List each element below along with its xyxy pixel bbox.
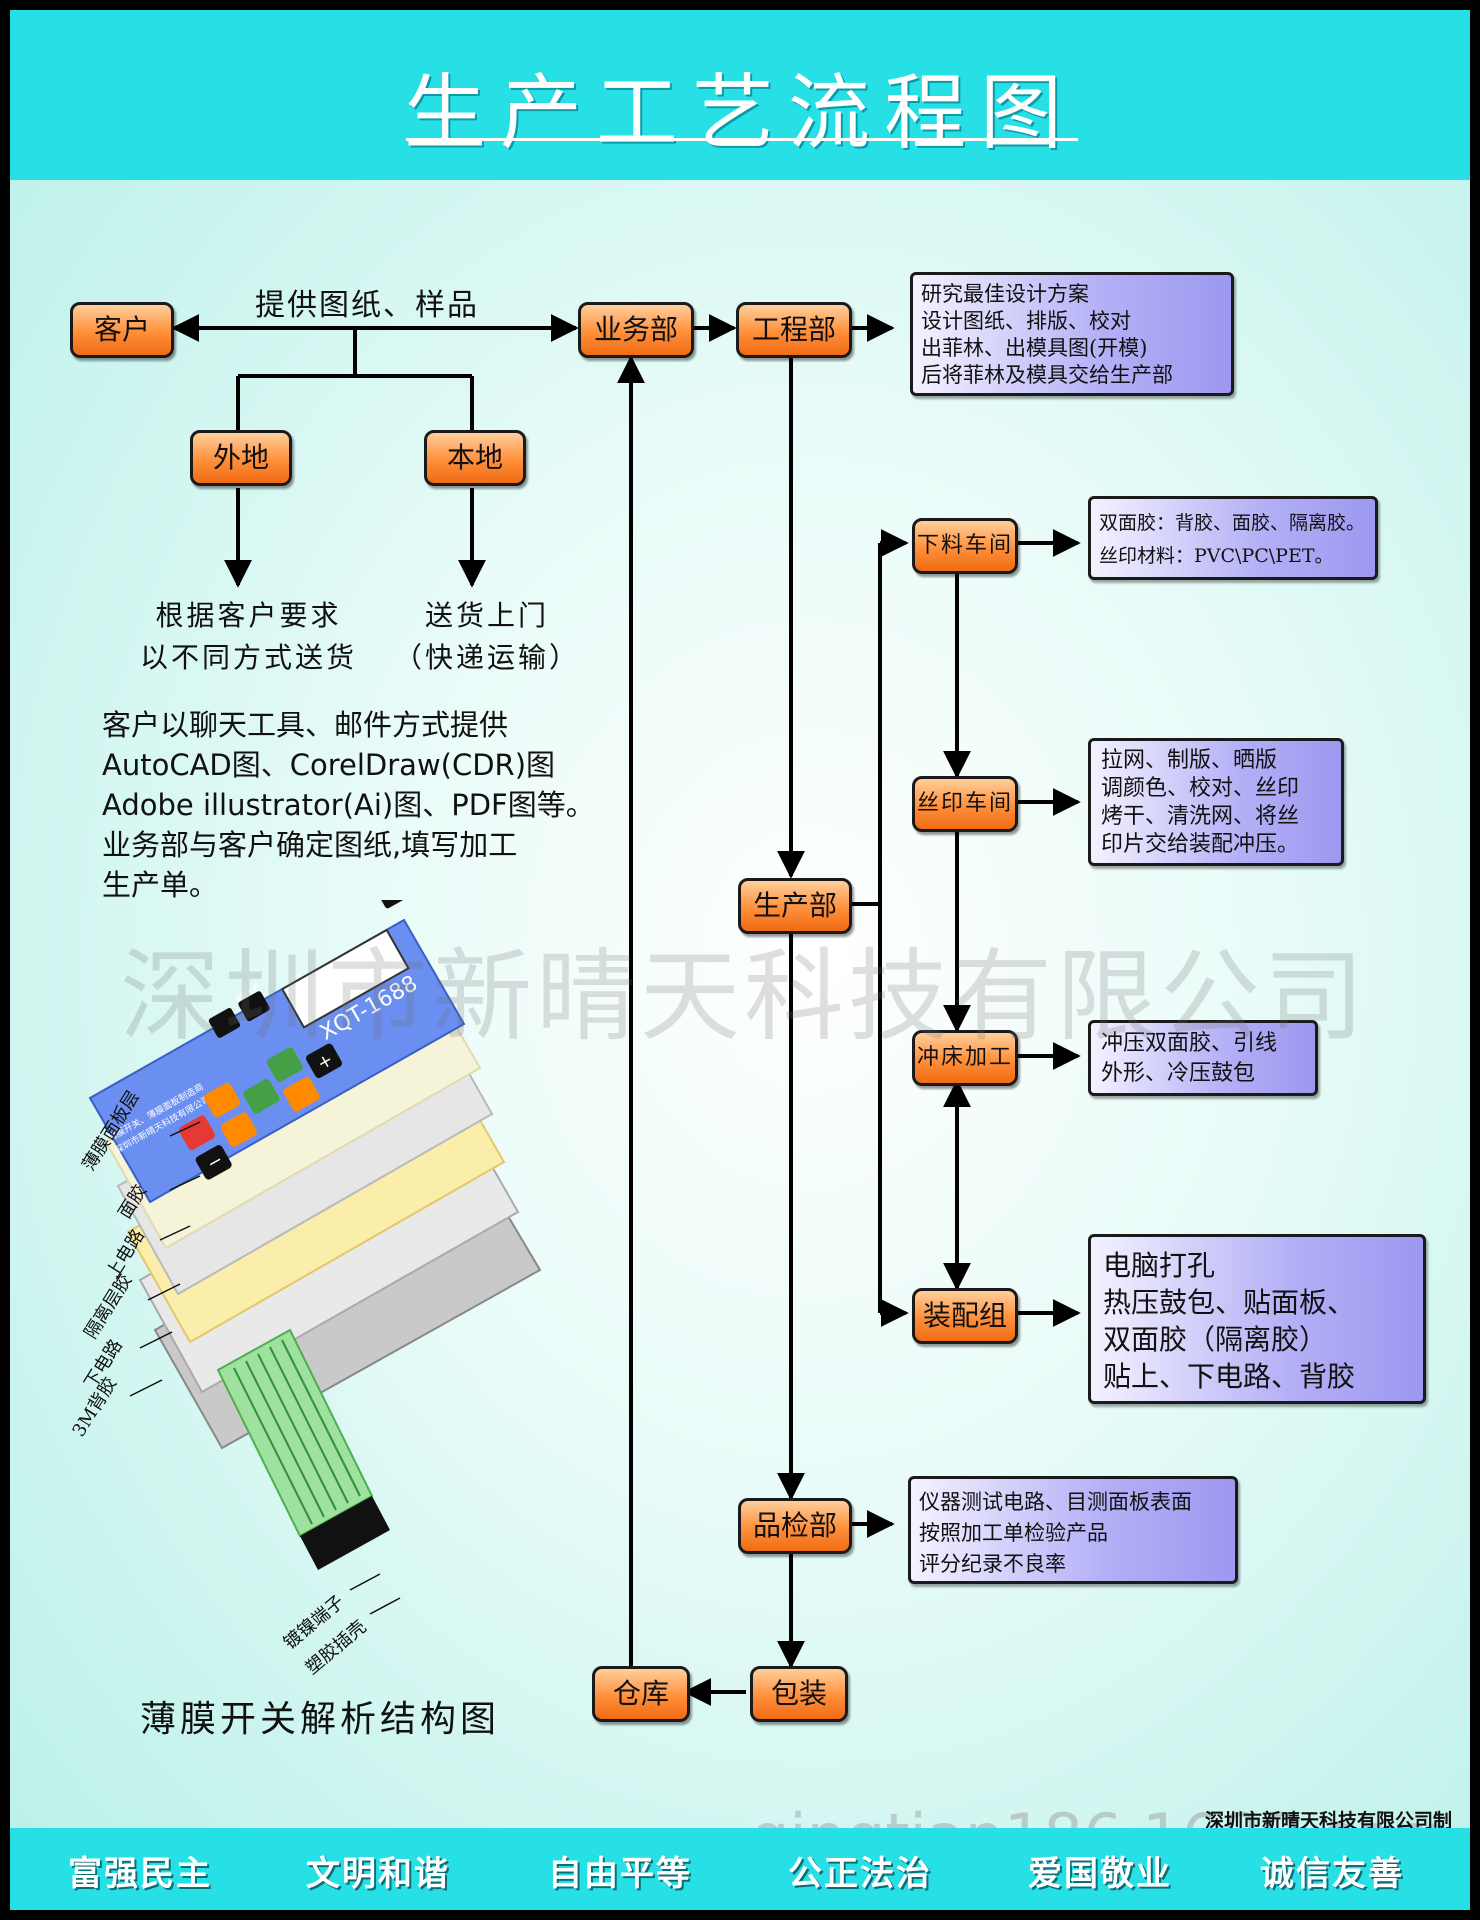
node-remote: 外地 <box>190 430 292 486</box>
circuit-traces <box>233 1339 361 1525</box>
lcd-display <box>280 928 410 1029</box>
stop-key <box>178 1115 215 1150</box>
remote-desc-line: 以不同方式送货 <box>140 641 358 674</box>
note-line: 外形、冷压鼓包 <box>1101 1061 1256 1086</box>
note-line: 仪器测试电路、目测面板表面 <box>919 1490 1192 1514</box>
up-key <box>204 1082 241 1118</box>
note-line: 双面胶：背胶、面胶、隔离胶。 <box>1099 512 1366 534</box>
note-cutting: 双面胶：背胶、面胶、隔离胶。 丝印材料：PVC\PC\PET。 <box>1088 496 1378 580</box>
note-punching: 冲压双面胶、引线 外形、冷压鼓包 <box>1088 1020 1318 1096</box>
slogan: 爱国敬业 <box>1028 1854 1172 1894</box>
membrane-switch-illustration: 3M 3M XQT-1688 模式 薄膜开关、薄膜面板制造商 深圳市新晴天科技有… <box>68 900 542 1679</box>
node-printing: 丝印车间 <box>912 776 1018 832</box>
note-line: 丝印材料：PVC\PC\PET。 <box>1099 545 1334 567</box>
note-printing: 拉网、制版、晒版 调颜色、校对、丝印 烤干、清洗网、将丝 印片交给装配冲压。 <box>1088 738 1344 866</box>
save-key <box>243 1079 280 1114</box>
note-line: 评分纪录不良率 <box>919 1552 1066 1576</box>
note-line: 出菲林、出模具图(开模) <box>921 336 1148 360</box>
node-packing: 包装 <box>750 1666 848 1722</box>
note-line: 拉网、制版、晒版 <box>1101 748 1278 773</box>
intro-line: Adobe illustrator(Ai)图、PDF图等。 <box>102 788 595 822</box>
node-cutting: 下料车间 <box>912 518 1018 574</box>
note-qc: 仪器测试电路、目测面板表面 按照加工单检验产品 评分纪录不良率 <box>908 1476 1238 1584</box>
slogan: 公正法治 <box>788 1854 932 1894</box>
page-title: 生产工艺流程图 <box>403 66 1076 161</box>
node-production: 生产部 <box>738 878 852 934</box>
poster: 生产工艺流程图 <box>10 10 1470 1910</box>
down-key <box>220 1112 257 1147</box>
note-line: 后将菲林及模具交给生产部 <box>921 363 1173 387</box>
node-punching: 冲床加工 <box>912 1030 1018 1086</box>
note-line: 按照加工单检验产品 <box>919 1521 1108 1545</box>
note-line: 贴上、下电路、背胶 <box>1103 1360 1356 1393</box>
note-line: 电脑打孔 <box>1103 1249 1216 1282</box>
node-warehouse: 仓库 <box>592 1666 690 1722</box>
remote-desc-line: 根据客户要求 <box>155 599 342 632</box>
run-key <box>266 1047 303 1082</box>
title-underline <box>406 138 1078 141</box>
node-sales: 业务部 <box>578 302 694 358</box>
plus-key <box>306 1043 343 1079</box>
note-line: 冲压双面胶、引线 <box>1101 1031 1278 1056</box>
note-line: 印片交给装配冲压。 <box>1101 832 1300 857</box>
slogan: 文明和谐 <box>306 1854 450 1894</box>
connector-housing <box>300 1496 390 1570</box>
note-engineering: 研究最佳设计方案 设计图纸、排版、校对 出菲林、出模具图(开模) 后将菲林及模具… <box>910 272 1234 396</box>
watermark-company: 深圳市新晴天科技有限公司 <box>120 938 1368 1055</box>
intro-text: 客户以聊天工具、邮件方式提供 AutoCAD图、CorelDraw(CDR)图 … <box>102 705 595 905</box>
minus-key <box>195 1145 232 1180</box>
company-credit: 深圳市新晴天科技有限公司制 <box>1204 1810 1452 1832</box>
flow-connectors <box>171 314 1081 1706</box>
footer-bar <box>10 1828 1470 1910</box>
layer-label: 隔离层胶 <box>80 1270 136 1342</box>
local-desc-line: （快递运输） <box>394 641 581 674</box>
local-description: 送货上门 （快递运输） <box>394 595 580 679</box>
node-assembly: 装配组 <box>912 1288 1018 1344</box>
slogan: 自由平等 <box>548 1854 692 1894</box>
node-qc: 品检部 <box>738 1498 852 1554</box>
note-line: 设计图纸、排版、校对 <box>921 309 1131 333</box>
note-assembly: 电脑打孔 热压鼓包、贴面板、 双面胶（隔离胶） 贴上、下电路、背胶 <box>1088 1234 1426 1404</box>
label-leaders <box>129 1121 401 1615</box>
function-key <box>238 991 270 1022</box>
header-bar <box>10 10 1470 180</box>
note-line: 调颜色、校对、丝印 <box>1101 776 1300 801</box>
intro-line: 生产单。 <box>102 868 219 902</box>
intro-line: AutoCAD图、CorelDraw(CDR)图 <box>102 748 556 782</box>
function-key <box>208 1008 241 1038</box>
illustration-title: 薄膜开关解析结构图 <box>140 1699 501 1740</box>
local-desc-line: 送货上门 <box>425 599 550 632</box>
slogan: 诚信友善 <box>1260 1854 1404 1894</box>
note-line: 热压鼓包、贴面板、 <box>1103 1286 1356 1319</box>
node-engineering: 工程部 <box>736 302 852 358</box>
note-line: 双面胶（隔离胶） <box>1103 1323 1328 1356</box>
right-key <box>283 1076 320 1112</box>
intro-line: 客户以聊天工具、邮件方式提供 <box>102 708 509 742</box>
node-local: 本地 <box>424 430 526 486</box>
node-customer: 客户 <box>70 302 174 358</box>
date-key <box>376 900 409 909</box>
note-line: 研究最佳设计方案 <box>921 282 1089 306</box>
slogan: 富强民主 <box>68 1854 212 1894</box>
note-line: 烤干、清洗网、将丝 <box>1101 804 1300 829</box>
provide-label: 提供图纸、样品 <box>255 288 479 323</box>
intro-line: 业务部与客户确定图纸,填写加工 <box>102 828 518 862</box>
remote-description: 根据客户要求 以不同方式送货 <box>140 595 357 679</box>
